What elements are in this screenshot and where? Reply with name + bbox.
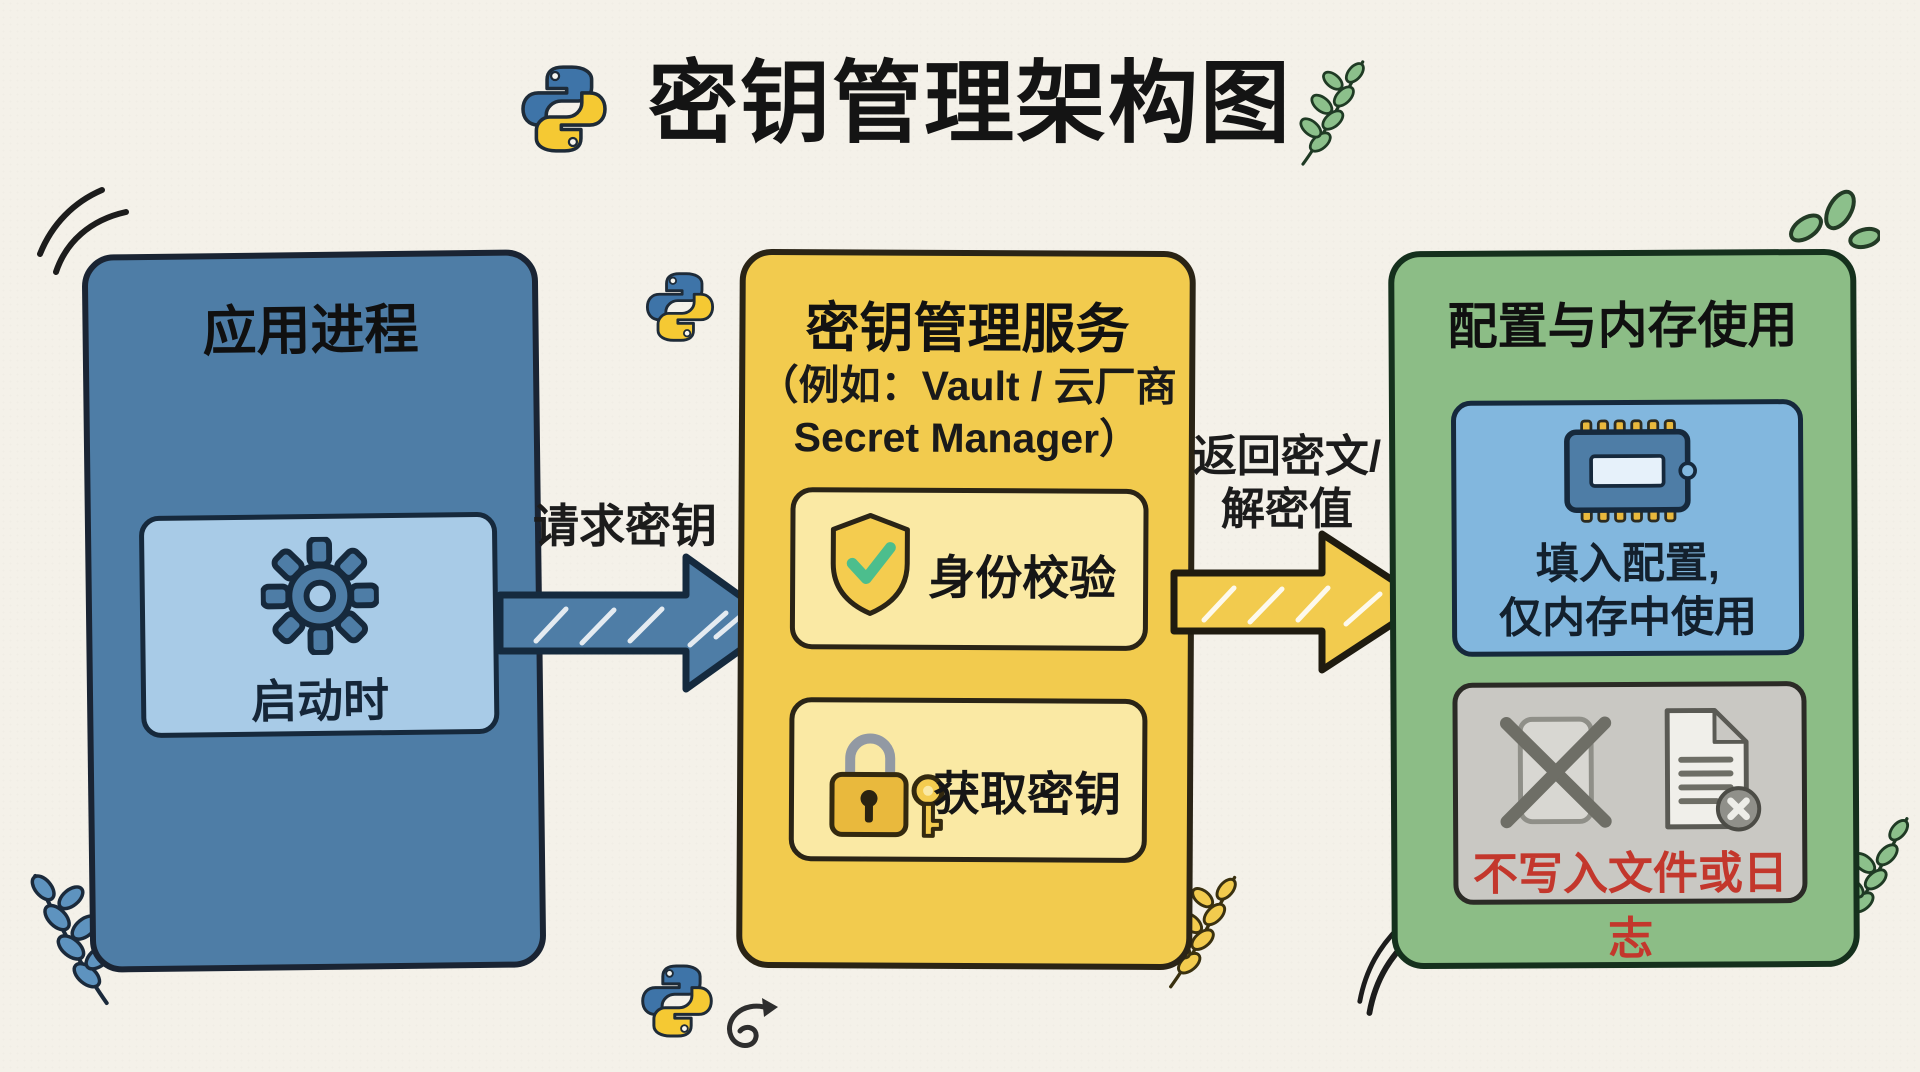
leaf-branch-icon (1299, 60, 1365, 166)
memory-note-line2: 仅内存中使用 (1498, 593, 1758, 643)
response-arrow (1170, 530, 1430, 674)
get-key-label: 获取密钥 (932, 766, 1122, 821)
leaf-cluster-icon (1789, 189, 1880, 250)
crossed-file-icon (1500, 716, 1612, 829)
usage-heading: 配置与内存使用 (1447, 297, 1798, 355)
python-logo-icon (641, 964, 713, 1038)
swirl-arrow-icon (727, 998, 778, 1048)
app-process-heading: 应用进程 (202, 299, 419, 363)
response-label: 返回密文/ 解密值 (1162, 430, 1412, 536)
python-logo-icon (645, 272, 715, 342)
blocked-document-icon (1664, 707, 1762, 832)
request-arrow (496, 553, 782, 693)
key-management-service-box: 密钥管理服务 （例如：Vault / 云厂商 Secret Manager） 身… (736, 248, 1196, 971)
page-title: 密钥管理架构图 (648, 54, 1292, 154)
warning-card: 不写入文件或日志 (1452, 681, 1808, 964)
app-process-box: 应用进程 启动时 (81, 249, 547, 973)
startup-card: 启动时 (138, 511, 500, 739)
startup-label: 启动时 (250, 674, 390, 728)
response-label-line1: 返回密文/ (1192, 432, 1382, 481)
config-memory-usage-box: 配置与内存使用 填入配置, 仅内存中使用 (1388, 248, 1860, 970)
shield-check-icon (830, 512, 910, 616)
lock-key-icon (829, 733, 945, 838)
warning-label: 不写入文件或日志 (1472, 847, 1789, 965)
memory-card: 填入配置, 仅内存中使用 (1450, 399, 1805, 657)
identity-check-card: 身份校验 (789, 487, 1149, 651)
response-label-line2: 解密值 (1221, 485, 1353, 534)
request-key-label: 请求密钥 (533, 500, 717, 552)
identity-check-label: 身份校验 (928, 550, 1117, 605)
motion-lines-icon (37, 187, 129, 275)
kms-subtitle-line2: Secret Manager） (793, 414, 1141, 462)
get-key-card: 获取密钥 (788, 697, 1148, 863)
memory-chip-icon (1564, 419, 1697, 523)
gear-icon (260, 536, 380, 656)
python-logo-icon (521, 65, 607, 153)
